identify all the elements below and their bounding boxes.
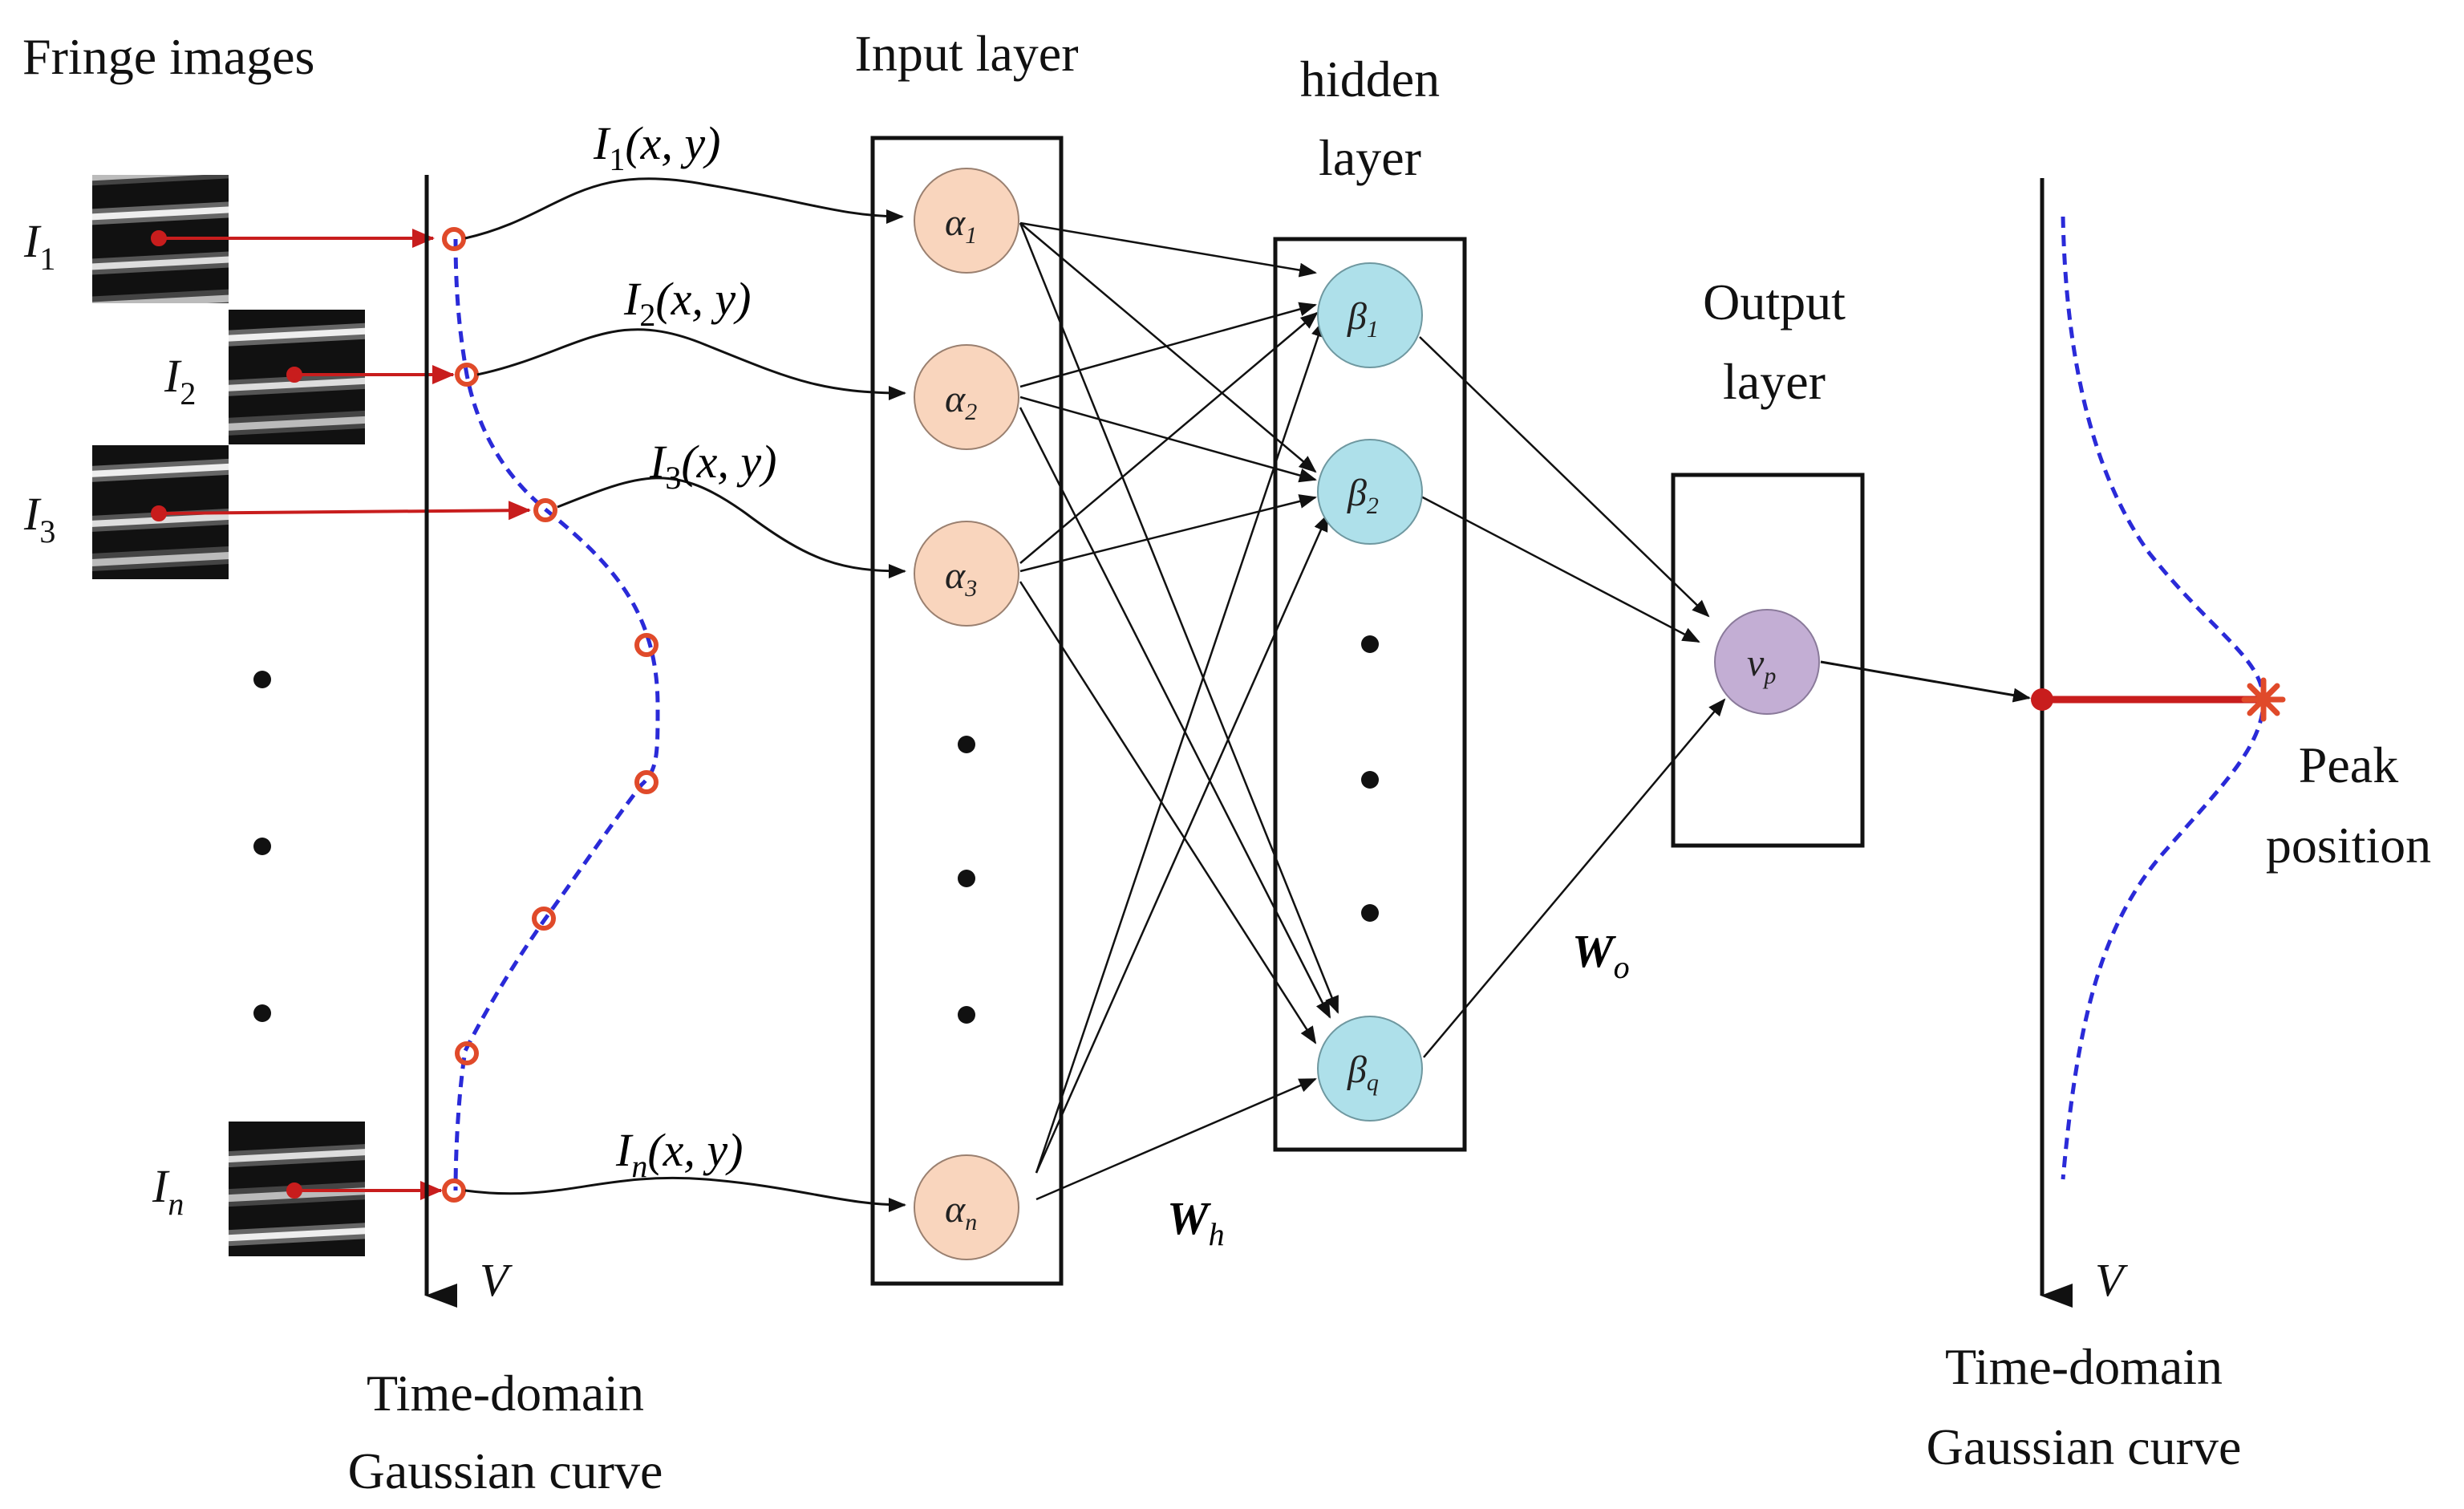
hidden-layer-title-line1: hidden (1300, 51, 1440, 107)
signal-connectors (464, 177, 906, 1212)
signal-label-2: I2(x, y) (623, 273, 751, 333)
image-label-3: I3 (23, 488, 55, 550)
svg-text:β1: β1 (1347, 295, 1379, 343)
ellipsis-dot (958, 870, 975, 887)
sampling-arrows (151, 229, 531, 1200)
image-label-1: I1 (23, 215, 55, 277)
left-gaussian-curve (453, 238, 660, 1191)
input-node-3: α3 (914, 521, 1019, 627)
hidden-node-q: βq (1317, 1016, 1423, 1122)
input-layer-title: Input layer (855, 25, 1079, 82)
right-curve-caption-line2: Gaussian curve (1927, 1418, 2242, 1475)
hidden-node-1: β1 (1317, 262, 1423, 368)
hidden-weight-connections (1019, 221, 1339, 1201)
weights-hidden-label: Wh (1167, 1192, 1225, 1252)
image-label-2: I2 (164, 350, 196, 412)
right-curve-caption-line1: Time-domain (1945, 1338, 2223, 1395)
left-axis-label: V (480, 1254, 513, 1306)
ellipsis-dot (253, 1004, 271, 1022)
ellipsis-dot (1361, 771, 1379, 789)
sample-markers (442, 227, 659, 1203)
signal-label-n: In(x, y) (615, 1124, 743, 1184)
peak-origin-dot (2031, 688, 2053, 711)
hidden-layer-title-line2: layer (1319, 129, 1421, 186)
svg-text:vp: vp (1747, 642, 1776, 689)
left-curve-caption-line1: Time-domain (367, 1365, 644, 1422)
ellipsis-dot (1361, 904, 1379, 922)
ellipsis-dot (1361, 635, 1379, 653)
peak-position-line1: Peak (2299, 736, 2398, 793)
output-layer-box (1671, 473, 1865, 848)
svg-text:α3: α3 (945, 554, 977, 602)
input-node-n: αn (914, 1154, 1019, 1260)
output-layer-title-line1: Output (1703, 274, 1846, 331)
signal-label-3: I3(x, y) (649, 436, 776, 496)
right-axis-label: V (2095, 1254, 2129, 1306)
ellipsis-dot (253, 838, 271, 855)
svg-text:βq: βq (1347, 1049, 1379, 1096)
image-label-n: In (152, 1160, 184, 1222)
output-node: vp (1714, 609, 1820, 715)
left-curve-caption-line2: Gaussian curve (348, 1442, 663, 1499)
signal-label-1: I1(x, y) (593, 117, 720, 177)
weights-output-label: Wo (1572, 925, 1630, 985)
svg-text:α2: α2 (945, 378, 977, 425)
hidden-node-2: β2 (1317, 439, 1423, 545)
ellipsis-dot (958, 1006, 975, 1024)
output-to-axis-arrow (1820, 660, 2031, 703)
input-node-1: α1 (914, 168, 1019, 274)
ellipsis-dot (958, 736, 975, 753)
ellipsis-dot (253, 671, 271, 688)
peak-position-line2: position (2266, 817, 2431, 874)
output-weight-connections (1419, 336, 1726, 1058)
fringe-images-title: Fringe images (22, 28, 314, 85)
svg-text:β2: β2 (1347, 472, 1379, 519)
svg-text:α1: α1 (945, 201, 977, 249)
output-layer-title-line2: layer (1723, 353, 1826, 410)
input-layer-box (870, 136, 1064, 1286)
svg-text:αn: αn (945, 1188, 977, 1235)
peak-star-icon (2241, 677, 2286, 722)
input-node-2: α2 (914, 344, 1019, 450)
hidden-layer-box (1273, 237, 1467, 1152)
